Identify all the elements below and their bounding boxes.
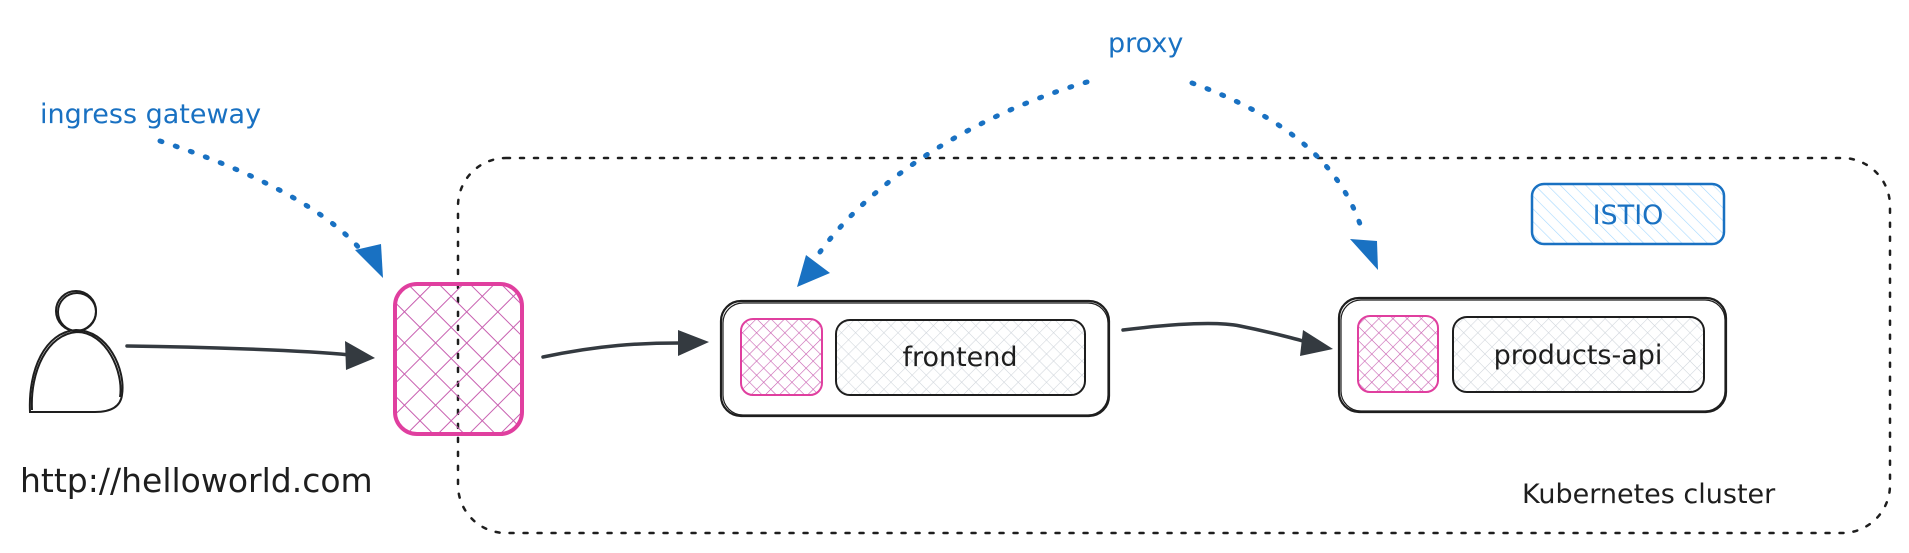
frontend-label: frontend [902,342,1017,373]
frontend-service[interactable]: frontend [835,319,1086,396]
products-api-label: products-api [1494,340,1663,371]
user-icon [28,290,124,413]
edge-user-to-gateway [125,341,375,370]
proxy-pointer-products-api [1189,80,1378,270]
edge-frontend-to-products-api [1121,321,1333,356]
ingress-gateway-annotation: ingress gateway [40,99,261,130]
proxy-annotation: proxy [1108,28,1183,59]
products-api-pod[interactable]: products-api [1337,296,1728,414]
edge-gateway-to-frontend [541,330,709,359]
url-label: http://helloworld.com [20,461,373,500]
istio-label: ISTIO [1593,200,1664,231]
istio-badge: ISTIO [1530,182,1726,246]
frontend-sidecar-proxy[interactable] [740,318,823,396]
proxy-pointer-frontend [797,79,1090,287]
ingress-gateway-node[interactable] [393,282,524,436]
frontend-pod[interactable]: frontend [719,299,1111,418]
products-api-service[interactable]: products-api [1452,316,1705,393]
ingress-gateway-pointer [157,138,383,278]
products-api-sidecar-proxy[interactable] [1357,315,1439,393]
kubernetes-cluster-label: Kubernetes cluster [1522,479,1776,510]
